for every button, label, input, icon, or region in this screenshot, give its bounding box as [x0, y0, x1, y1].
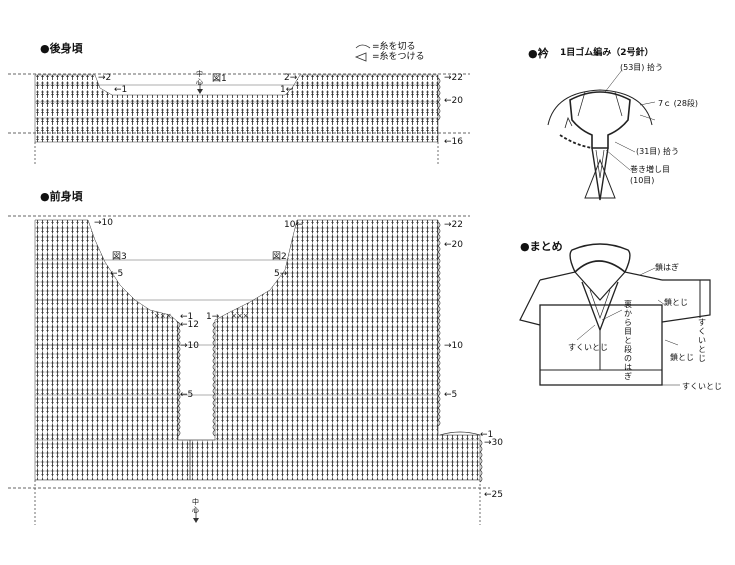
back-row-left2: →2: [98, 73, 112, 83]
front-row-l5b: ←5: [180, 390, 194, 400]
front-row-r20: ←20: [444, 240, 463, 250]
front-row-r25: ←25: [484, 490, 503, 500]
front-body-title: ●前身頃: [40, 190, 83, 203]
legend-symbols: [354, 44, 371, 62]
finish-kusari-toji2: 鎖とじ: [670, 353, 694, 362]
front-body-chart: [8, 215, 490, 525]
front-row-r22: →22: [444, 220, 463, 230]
collar-diagram: [547, 69, 656, 201]
front-fig3: 図3: [112, 252, 127, 262]
back-row-right2: 2→: [284, 73, 298, 83]
back-row-right1: 1←: [280, 85, 294, 95]
finish-kusari-hagi: 鎖はぎ: [655, 263, 679, 272]
back-row-22: →22: [444, 73, 463, 83]
finishing-diagram: [519, 243, 711, 386]
collar-cast-count: (10目): [630, 176, 655, 185]
front-row-r5b: ←5: [444, 390, 458, 400]
back-row-16: ←16: [444, 137, 463, 147]
front-row-r1: 1→: [206, 312, 220, 322]
back-row-20: ←20: [444, 96, 463, 106]
finish-sukui-left: すくいとじ: [568, 343, 608, 352]
legend-attach-yarn: =糸をつける: [372, 52, 425, 62]
back-center-mark: 中心: [196, 70, 203, 86]
front-fig2: 図2: [272, 252, 287, 262]
front-xxx-left: ×××: [154, 312, 172, 320]
back-fig-label: 図1: [212, 74, 227, 84]
collar-title: ●衿: [528, 47, 549, 60]
front-row-l10: →10: [94, 218, 113, 228]
front-row-l5: ←5: [110, 269, 124, 279]
collar-pick53: (53目) 拾う: [620, 63, 663, 72]
legend-cut-yarn: =糸を切る: [372, 42, 416, 52]
collar-pick31: (31目) 拾う: [636, 147, 679, 156]
front-row-r30: →30: [484, 438, 503, 448]
front-xxx-right: ×××: [231, 312, 249, 320]
back-body-title: ●後身頃: [40, 42, 83, 55]
back-row-left1: ←1: [114, 85, 128, 95]
collar-subtitle: 1目ゴム編み（2号針）: [560, 48, 654, 58]
front-row-l1: ←1: [180, 312, 194, 322]
front-row-r10b: →10: [444, 341, 463, 351]
front-row-l10b: →10: [180, 341, 199, 351]
finish-back-seam: 裏から目と段のはぎ: [624, 300, 632, 381]
front-row-r5: 5→: [274, 269, 288, 279]
finish-sukui-right: すくいとじ: [698, 318, 706, 363]
front-row-r1-bottom: ←1: [480, 430, 494, 440]
front-row-r10: 10←: [284, 220, 303, 230]
finish-title: ●まとめ: [520, 240, 563, 253]
back-body-chart: [8, 73, 470, 165]
collar-cast-on: 巻き増し目: [630, 165, 670, 174]
front-center-mark: 中心: [192, 498, 199, 514]
finish-kusari-toji: 鎖とじ: [664, 298, 688, 307]
front-row-l12: ←12: [180, 320, 199, 330]
collar-rows7: 7ｃ (28段): [658, 99, 699, 108]
finish-sukui-bottom: すくいとじ: [682, 382, 722, 391]
